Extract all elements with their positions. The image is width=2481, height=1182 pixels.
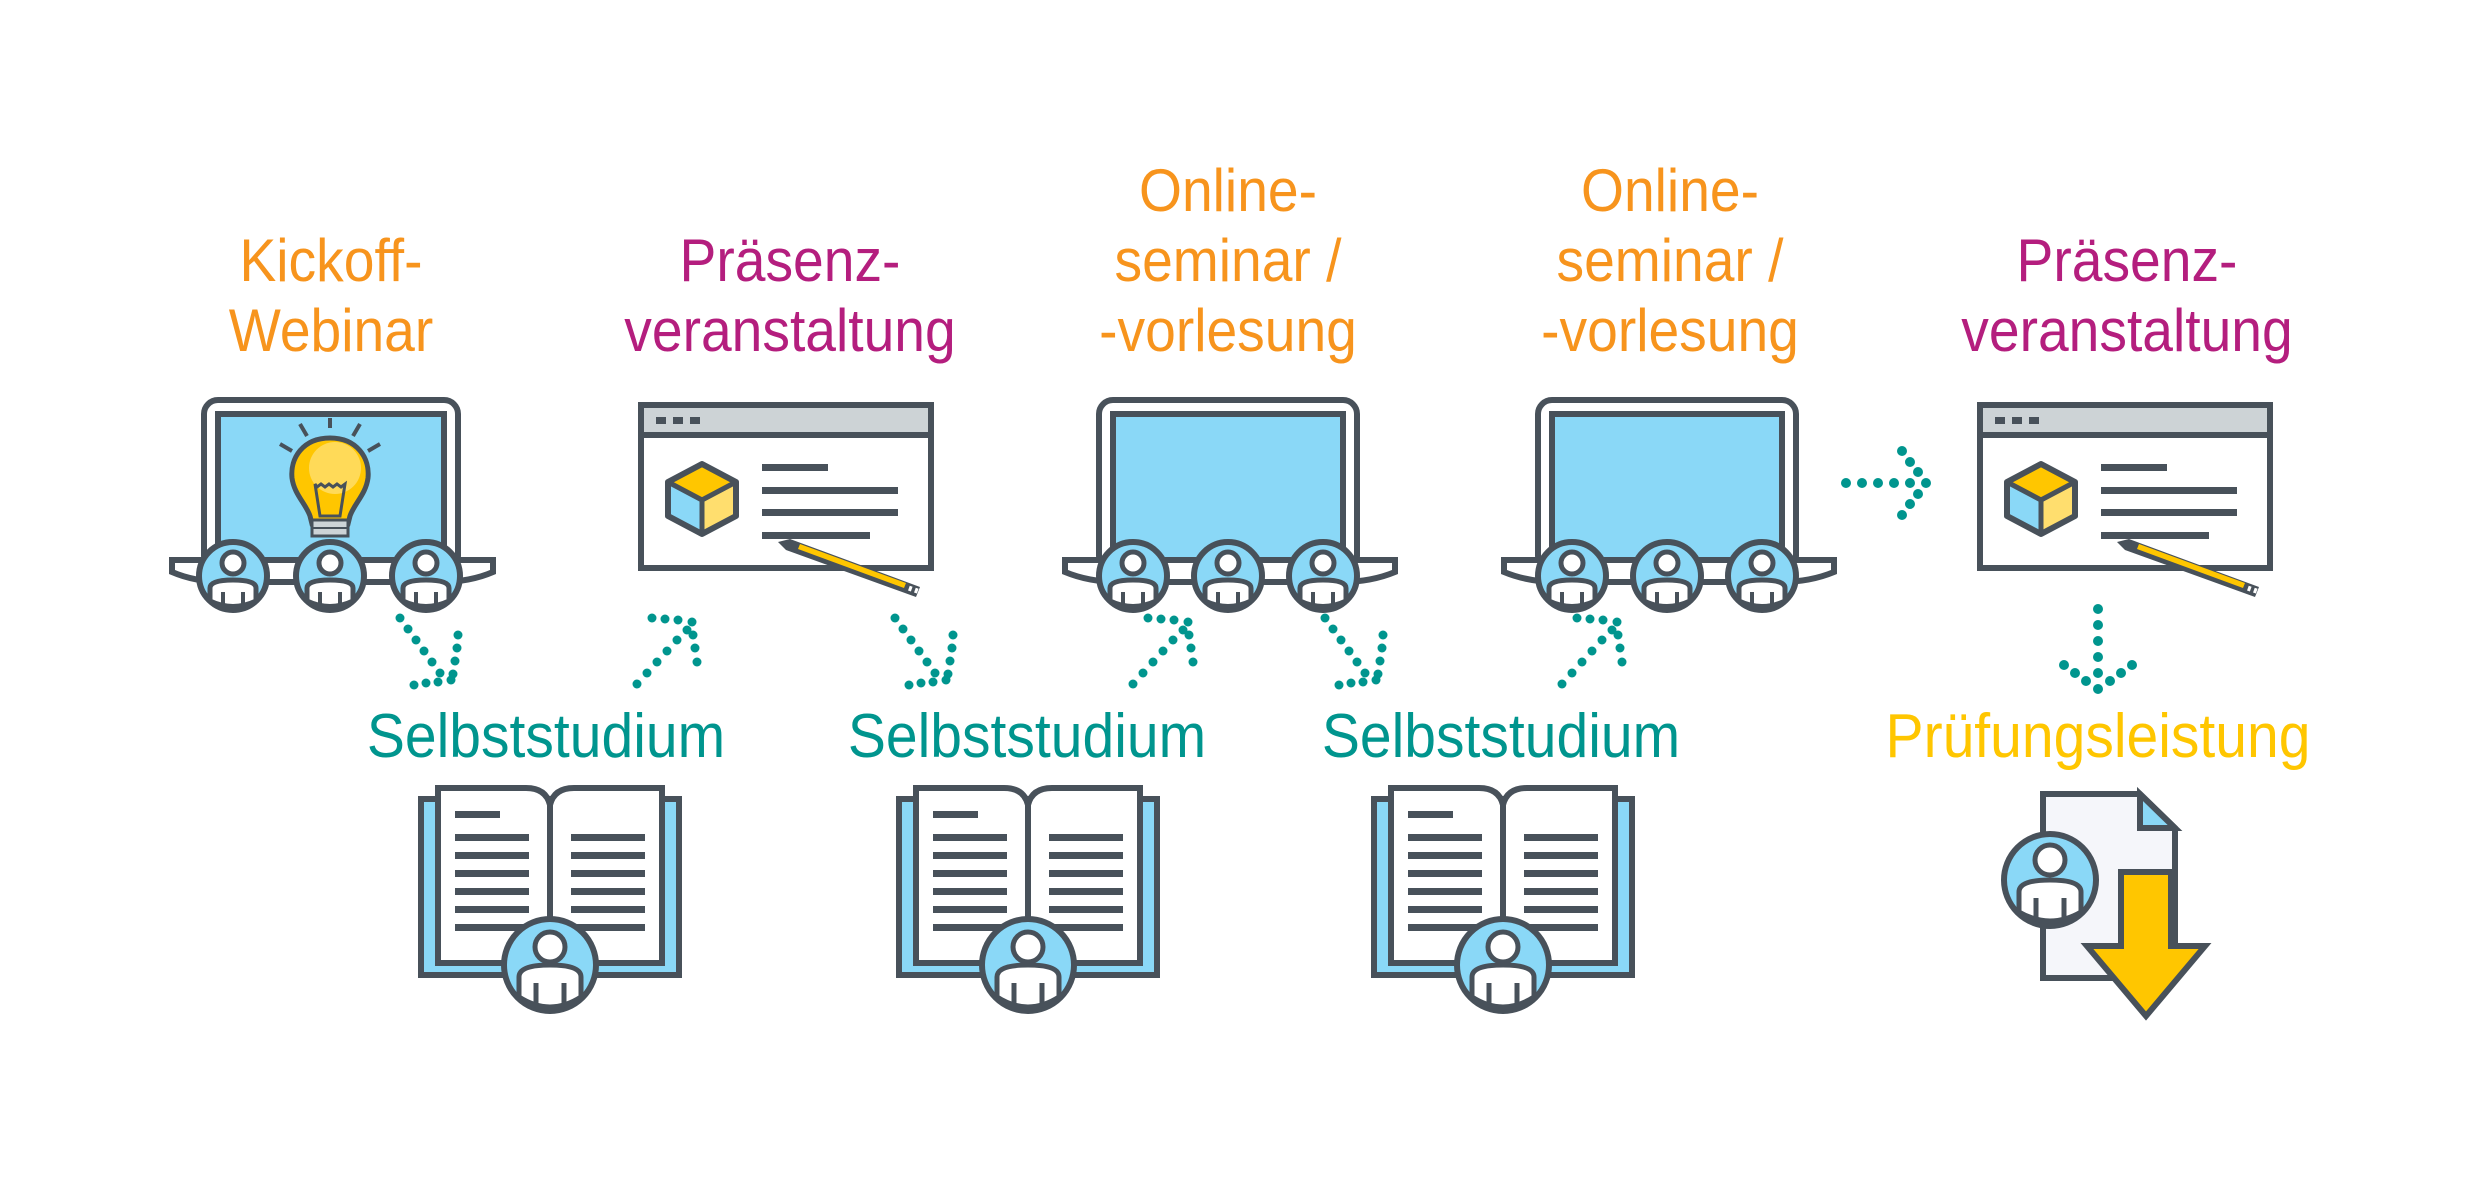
- person-icon: [196, 539, 270, 613]
- title-praesenzveranstaltung-1: Präsenz- veranstaltung: [624, 226, 955, 366]
- title-line: Kickoff-: [239, 227, 423, 294]
- title-kickoff-webinar: Kickoff- Webinar: [229, 226, 434, 366]
- title-line: Online-: [1139, 157, 1317, 224]
- arrow-down-icon: [2059, 604, 2137, 694]
- title-line: seminar /: [1114, 227, 1342, 294]
- title-line: Online-: [1581, 157, 1759, 224]
- label-selbststudium-1: Selbststudium: [366, 702, 726, 771]
- person-icon: [1096, 539, 1170, 613]
- title-onlineseminar-1: Online- seminar / -vorlesung: [1099, 156, 1357, 366]
- person-icon: [1454, 916, 1552, 1014]
- person-icon: [1286, 539, 1360, 613]
- open-book-person-icon: [1371, 785, 1635, 1014]
- pencil-icon: [778, 539, 920, 597]
- person-icon: [1630, 539, 1704, 613]
- cube-icon: [665, 461, 739, 537]
- arrow-up-right-icon: [1128, 613, 1198, 689]
- label-selbststudium-2: Selbststudium: [847, 702, 1207, 771]
- arrow-down-right-icon: [1320, 613, 1388, 690]
- title-praesenzveranstaltung-2: Präsenz- veranstaltung: [1961, 226, 2292, 366]
- person-icon: [979, 916, 1077, 1014]
- label-selbststudium-3: Selbststudium: [1321, 702, 1681, 771]
- arrow-up-right-icon: [1557, 613, 1627, 689]
- person-icon: [2001, 831, 2099, 929]
- presentation-window-icon: [1977, 402, 2273, 597]
- person-icon: [1535, 539, 1609, 613]
- arrow-down-right-icon: [890, 613, 958, 690]
- title-line: veranstaltung: [1961, 297, 2293, 364]
- cube-icon: [2004, 461, 2078, 537]
- title-line: Webinar: [228, 297, 434, 364]
- person-icon: [1191, 539, 1265, 613]
- arrow-right-icon: [1841, 446, 1931, 520]
- person-icon: [1725, 539, 1799, 613]
- open-book-person-icon: [896, 785, 1160, 1014]
- title-line: veranstaltung: [624, 297, 956, 364]
- title-line: Präsenz-: [679, 227, 901, 294]
- laptop-audience-icon: [1062, 397, 1398, 613]
- title-onlineseminar-2: Online- seminar / -vorlesung: [1541, 156, 1799, 366]
- person-icon: [293, 539, 367, 613]
- title-line: -vorlesung: [1099, 297, 1357, 364]
- label-pruefungsleistung: Prüfungsleistung: [1885, 702, 2311, 771]
- presentation-window-icon: [638, 402, 934, 597]
- download-arrow-icon: [2080, 869, 2212, 1021]
- person-icon: [501, 916, 599, 1014]
- person-icon: [389, 539, 463, 613]
- open-book-person-icon: [418, 785, 682, 1014]
- arrow-up-right-icon: [632, 613, 702, 689]
- document-person-download-icon: [2001, 786, 2212, 1021]
- title-line: Präsenz-: [2016, 227, 2238, 294]
- title-line: seminar /: [1556, 227, 1784, 294]
- title-line: -vorlesung: [1541, 297, 1799, 364]
- arrow-down-right-icon: [395, 613, 463, 690]
- laptop-lightbulb-audience-icon: [169, 397, 496, 613]
- laptop-audience-icon: [1501, 397, 1837, 613]
- pencil-icon: [2117, 539, 2259, 597]
